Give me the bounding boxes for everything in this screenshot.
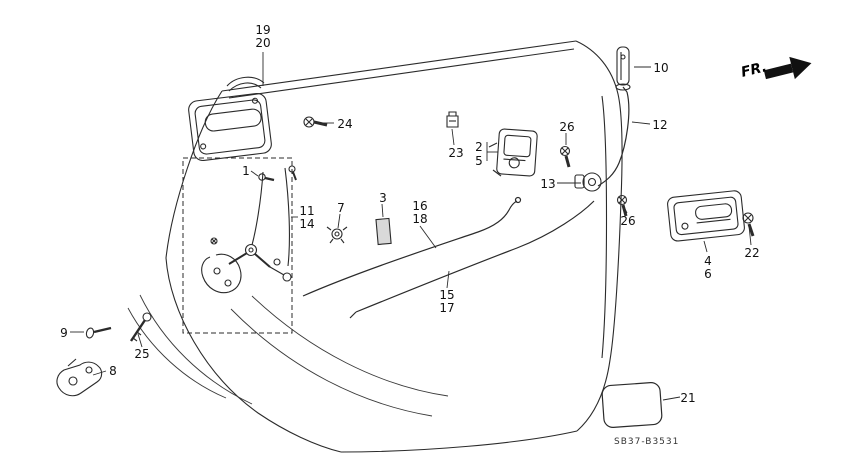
rod-12 — [597, 86, 630, 187]
callout-16: 16 — [412, 199, 428, 213]
grommet-7 — [326, 226, 348, 244]
seal-patch-21 — [601, 382, 663, 428]
callout-18: 18 — [412, 212, 428, 226]
bracket-8 — [56, 358, 103, 397]
fr-direction-arrow — [763, 56, 812, 80]
callout-26-upper: 26 — [559, 120, 575, 134]
cushion-3 — [375, 217, 392, 246]
dashed-detail-box — [182, 157, 293, 334]
callout-14: 14 — [299, 217, 315, 231]
callout-25: 25 — [134, 347, 150, 361]
screw-26-lower — [616, 194, 628, 217]
screw-26-upper — [559, 145, 571, 168]
bolt-1 — [258, 165, 297, 182]
striker-10 — [615, 46, 631, 91]
callout-9: 9 — [60, 326, 68, 340]
lock-mechanism — [201, 167, 292, 294]
callout-8: 8 — [109, 364, 117, 378]
rod-16-18 — [302, 196, 522, 297]
callout-19: 19 — [255, 23, 271, 37]
leader-lines — [70, 52, 752, 401]
callout-10: 10 — [653, 61, 669, 75]
callout-24: 24 — [337, 117, 353, 131]
callout-4: 4 — [704, 254, 712, 268]
callout-13: 13 — [540, 177, 556, 191]
drawing-code: SB37-B3531 — [614, 437, 680, 447]
latch-assembly — [488, 128, 538, 177]
body-contour-lines — [127, 294, 449, 417]
rod-15-17 — [349, 200, 595, 319]
exterior-handle-assembly — [188, 76, 272, 162]
callout-7: 7 — [337, 201, 345, 215]
callout-12: 12 — [652, 118, 668, 132]
callout-6: 6 — [704, 267, 712, 281]
inner-handle-assembly — [667, 190, 745, 242]
callout-15: 15 — [439, 288, 455, 302]
door-outline — [165, 40, 623, 453]
bolt-25 — [130, 312, 152, 342]
callout-20: 20 — [255, 36, 271, 50]
callout-1: 1 — [242, 164, 250, 178]
lock-cylinder-13 — [574, 172, 602, 192]
callout-3: 3 — [379, 191, 387, 205]
callout-2: 2 — [475, 140, 483, 154]
callout-5: 5 — [475, 154, 483, 168]
callout-11: 11 — [299, 204, 315, 218]
callout-17: 17 — [439, 301, 455, 315]
callout-21: 21 — [680, 391, 696, 405]
clip-23 — [446, 111, 459, 128]
screw-9 — [85, 326, 112, 339]
callout-26-lower: 26 — [620, 214, 636, 228]
screw-24 — [303, 116, 328, 128]
callout-22: 22 — [744, 246, 760, 260]
callout-23: 23 — [448, 146, 464, 160]
